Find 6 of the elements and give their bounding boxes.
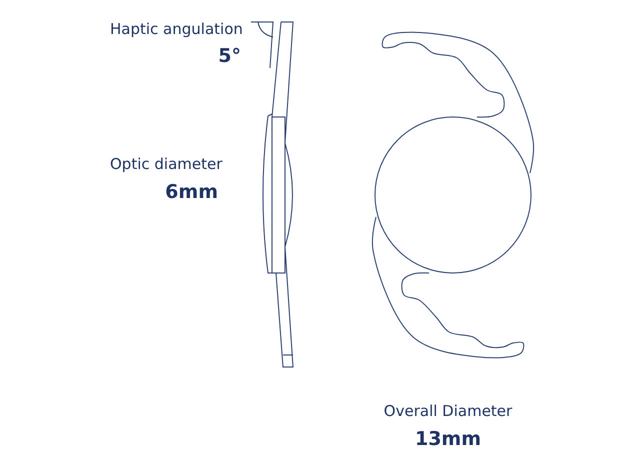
- measurement-value: 6mm: [165, 181, 218, 204]
- measurement-value: 5°: [218, 45, 241, 68]
- label: Haptic angulation: [110, 20, 243, 38]
- measurement-value: 13mm: [414, 428, 482, 451]
- label: Overall Diameter: [384, 402, 512, 420]
- label: Optic diameter: [110, 155, 222, 173]
